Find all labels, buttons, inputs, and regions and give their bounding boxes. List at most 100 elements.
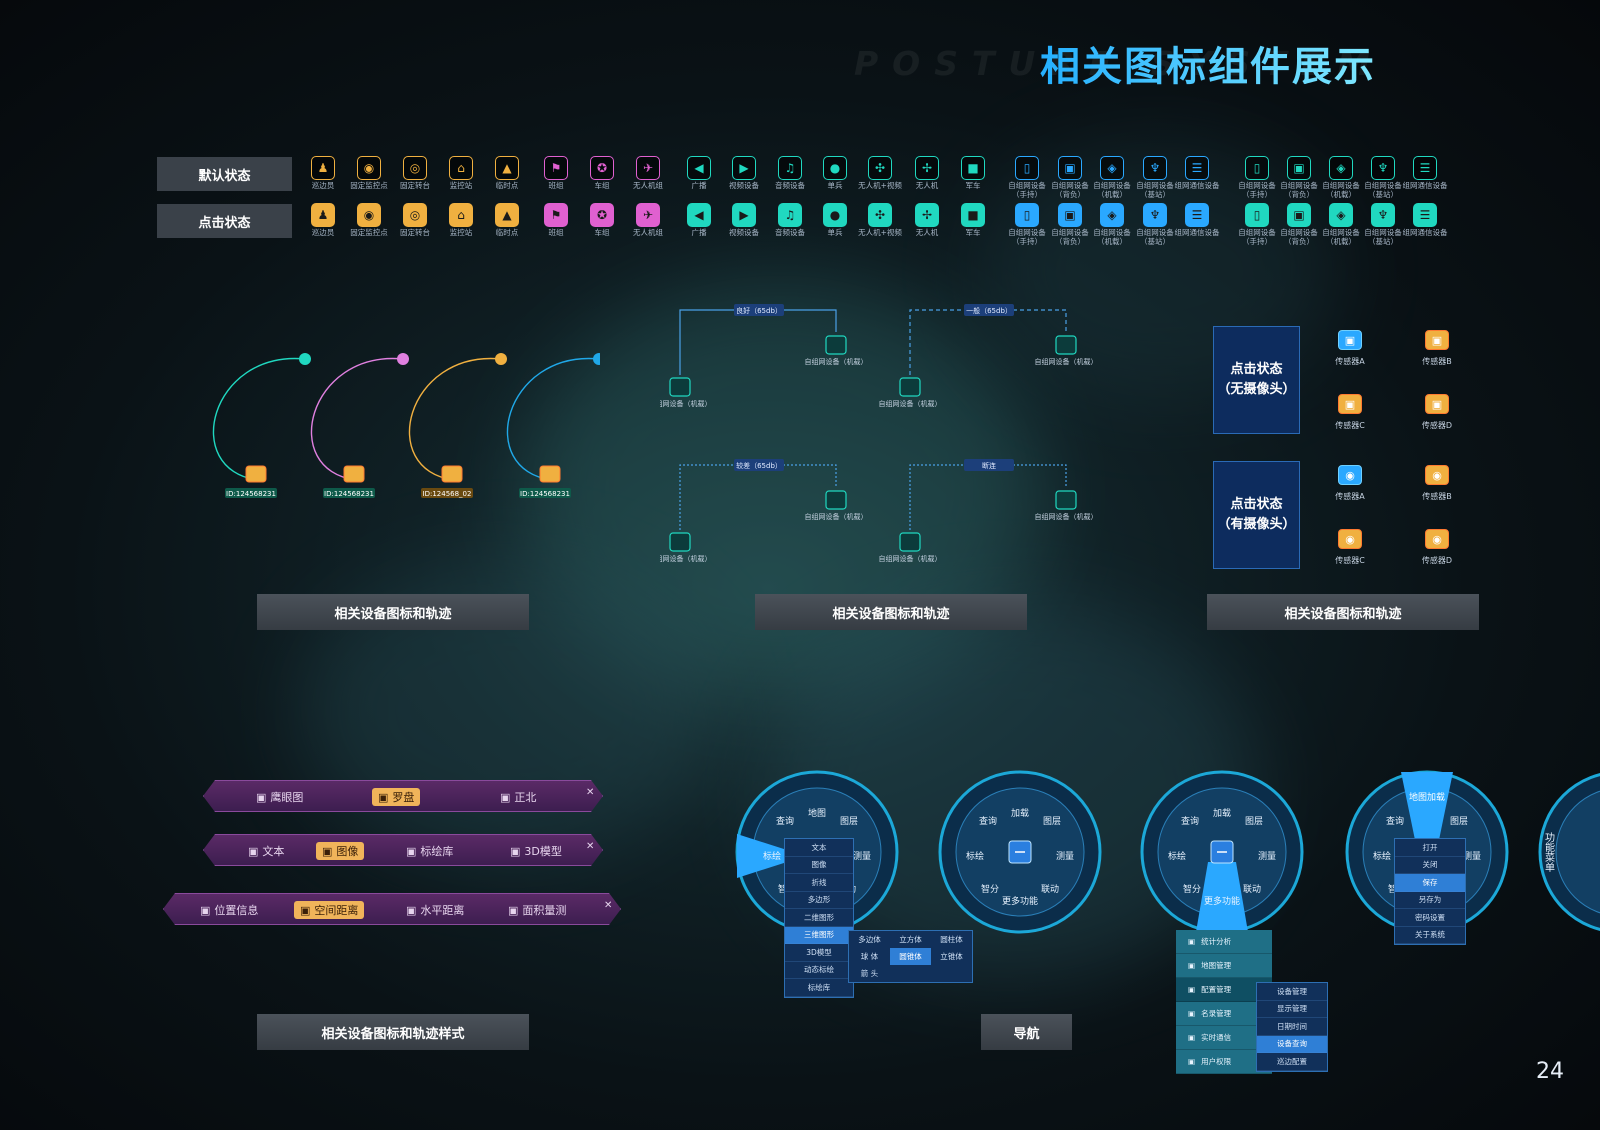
wheel-item[interactable]: 地图 <box>808 807 826 819</box>
icon-1[interactable]: ♟巡边员 <box>300 203 346 238</box>
toolbar-item[interactable]: ▣文本 <box>242 842 290 860</box>
menu-item[interactable]: 显示管理 <box>1257 1001 1327 1018</box>
menu-item[interactable]: 圆柱体 <box>940 935 963 944</box>
wheel-item[interactable]: 智分 <box>1183 883 1201 895</box>
icon-6[interactable]: ⚑班组 <box>533 203 579 238</box>
icon-17[interactable]: ▣自组网设备（背负） <box>1047 156 1093 199</box>
trajectory-dot[interactable] <box>299 353 311 365</box>
menu-item[interactable]: ▣统计分析 <box>1176 930 1272 954</box>
icon-19[interactable]: ♆自组网设备（基站） <box>1132 156 1178 199</box>
icon-4[interactable]: ⌂监控站 <box>438 203 484 238</box>
icon-13[interactable]: ✣无人机+视频 <box>857 203 903 238</box>
wheel-item[interactable]: 加载 <box>1213 807 1231 819</box>
icon-11[interactable]: ♫音频设备 <box>767 203 813 238</box>
menu-item[interactable]: 折线 <box>785 874 853 892</box>
menu-item[interactable]: 日期时间 <box>1257 1018 1327 1036</box>
wheel-item[interactable]: 测量 <box>1258 851 1276 862</box>
menu-item[interactable]: 多边体 <box>858 935 881 944</box>
close-icon[interactable]: ✕ <box>586 841 595 852</box>
icon-15[interactable]: ■军车 <box>950 156 996 191</box>
sensor-item[interactable]: ◉传感器C <box>1320 529 1380 566</box>
icon-16[interactable]: ▯自组网设备（手持） <box>1004 156 1050 199</box>
icon-12[interactable]: ●单兵 <box>812 203 858 238</box>
wheel-item[interactable]: 查询 <box>1181 815 1199 827</box>
icon-3[interactable]: ◎固定转台 <box>392 156 438 191</box>
icon-2[interactable]: ◉固定监控点 <box>346 156 392 191</box>
icon-1[interactable]: ♟巡边员 <box>300 156 346 191</box>
wheel-item[interactable]: 测量 <box>1463 851 1481 862</box>
menu-item[interactable]: 打开 <box>1395 839 1465 857</box>
wheel-item[interactable]: 查询 <box>1386 815 1404 827</box>
icon-24[interactable]: ♆自组网设备（基站） <box>1360 203 1406 246</box>
icon-23[interactable]: ◈自组网设备（机载） <box>1318 203 1364 246</box>
nav-wheel-5[interactable] <box>1538 772 1600 932</box>
sensor-item[interactable]: ◉传感器A <box>1320 465 1380 502</box>
link-src-icon[interactable] <box>669 377 691 397</box>
icon-19[interactable]: ♆自组网设备（基站） <box>1132 203 1178 246</box>
menu-item[interactable]: ▣地图管理 <box>1176 954 1272 978</box>
wheel-item[interactable]: 图层 <box>1450 816 1468 827</box>
sensor-item[interactable]: ◉传感器D <box>1407 529 1467 566</box>
icon-4[interactable]: ⌂监控站 <box>438 156 484 191</box>
wheel-item[interactable]: 联动 <box>1041 884 1059 895</box>
icon-16[interactable]: ▯自组网设备（手持） <box>1004 203 1050 246</box>
toolbar-item[interactable]: ▣3D模型 <box>504 842 568 860</box>
trajectory-dot[interactable] <box>593 353 600 365</box>
wheel-item[interactable]: 图层 <box>840 816 858 827</box>
icon-8[interactable]: ✈无人机组 <box>625 156 671 191</box>
icon-24[interactable]: ♆自组网设备（基站） <box>1360 156 1406 199</box>
toolbar-item[interactable]: ▣面积量测 <box>502 901 572 919</box>
icon-18[interactable]: ◈自组网设备（机载） <box>1089 203 1135 246</box>
sensor-item[interactable]: ◉传感器B <box>1407 465 1467 502</box>
menu-item[interactable]: ▣实时通信 <box>1176 1026 1272 1050</box>
wheel-item[interactable]: 测量 <box>1056 851 1074 862</box>
toolbar-item[interactable]: ▣空间距离 <box>294 901 364 919</box>
menu-item[interactable]: 立锥体 <box>940 952 963 961</box>
menu-item[interactable]: ▣用户权限 <box>1176 1050 1272 1074</box>
icon-5[interactable]: ▲临时点 <box>484 203 530 238</box>
wheel-item[interactable]: 标绘 <box>763 850 781 862</box>
wheel-item[interactable]: 联动 <box>1243 884 1261 895</box>
icon-15[interactable]: ■军车 <box>950 203 996 238</box>
icon-18[interactable]: ◈自组网设备（机载） <box>1089 156 1135 199</box>
icon-5[interactable]: ▲临时点 <box>484 156 530 191</box>
toolbar-item[interactable]: ▣位置信息 <box>194 901 264 919</box>
icon-6[interactable]: ⚑班组 <box>533 156 579 191</box>
link-dst-icon[interactable] <box>1055 490 1077 510</box>
wheel-item[interactable]: 加载 <box>1011 807 1029 819</box>
toolbar-item[interactable]: ▣罗盘 <box>372 788 420 806</box>
wheel-item[interactable]: 测量 <box>853 851 871 862</box>
icon-20[interactable]: ☰组网通信设备 <box>1174 203 1220 238</box>
wheel-item[interactable]: 查询 <box>776 815 794 827</box>
icon-21[interactable]: ▯自组网设备（手持） <box>1234 156 1280 199</box>
wheel-item[interactable]: 标绘 <box>966 850 984 862</box>
icon-17[interactable]: ▣自组网设备（背负） <box>1047 203 1093 246</box>
icon-20[interactable]: ☰组网通信设备 <box>1174 156 1220 191</box>
icon-7[interactable]: ✪车组 <box>579 156 625 191</box>
icon-25[interactable]: ☰组网通信设备 <box>1402 203 1448 238</box>
sensor-item[interactable]: ▣传感器B <box>1407 330 1467 367</box>
icon-21[interactable]: ▯自组网设备（手持） <box>1234 203 1280 246</box>
wheel-item[interactable]: 标绘 <box>1373 850 1391 862</box>
menu-item[interactable]: 关于系统 <box>1395 927 1465 944</box>
menu-item[interactable]: 3D模型 <box>785 944 853 962</box>
menu-item[interactable]: 多边形 <box>785 892 853 909</box>
icon-7[interactable]: ✪车组 <box>579 203 625 238</box>
trajectory-dot[interactable] <box>495 353 507 365</box>
wheel-item[interactable]: 标绘 <box>1168 850 1186 862</box>
menu-item[interactable]: 保存 <box>1395 874 1465 892</box>
close-icon[interactable]: ✕ <box>604 900 613 911</box>
link-dst-icon[interactable] <box>1055 335 1077 355</box>
wheel-item[interactable]: 图层 <box>1043 816 1061 827</box>
menu-item[interactable]: 设备管理 <box>1257 983 1327 1001</box>
wheel-item[interactable]: 更多功能 <box>1002 895 1038 907</box>
menu-item[interactable]: 圆锥体 <box>890 948 931 965</box>
menu-item[interactable]: 关闭 <box>1395 857 1465 874</box>
toolbar-item[interactable]: ▣标绘库 <box>400 842 459 860</box>
menu-item[interactable]: 动态标绘 <box>785 962 853 979</box>
icon-12[interactable]: ●单兵 <box>812 156 858 191</box>
link-src-icon[interactable] <box>669 532 691 552</box>
link-dst-icon[interactable] <box>825 490 847 510</box>
